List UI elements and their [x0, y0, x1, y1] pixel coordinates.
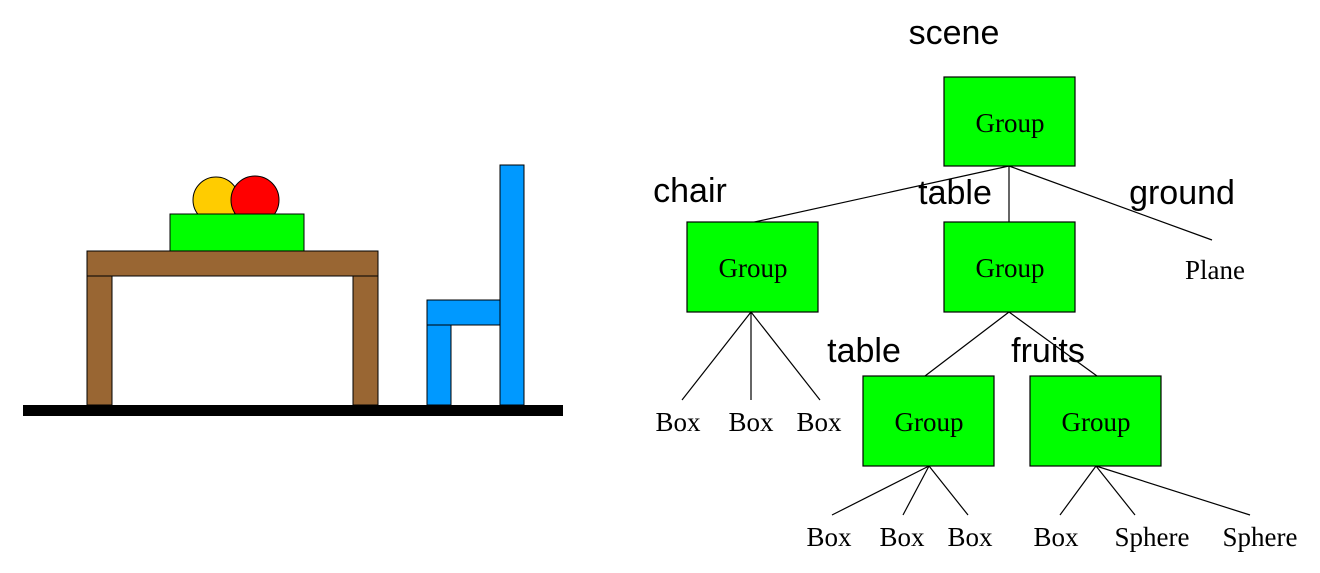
- scene-illustration: [23, 164, 563, 416]
- fruit-box: [169, 213, 305, 252]
- subtable-group-node: [862, 375, 995, 467]
- chair-leg: [426, 324, 452, 406]
- root-group-text: Group: [976, 108, 1045, 138]
- fruits-sphere-2: Sphere: [1223, 522, 1298, 552]
- fruits-sphere-1: Sphere: [1115, 522, 1190, 552]
- label-table: table: [918, 174, 992, 212]
- label-fruits: fruits: [1011, 332, 1085, 370]
- label-scene: scene: [909, 14, 1000, 52]
- subtable-box-1: Box: [806, 522, 852, 552]
- table-group-node: [943, 221, 1076, 313]
- label-subtable: table: [827, 332, 901, 370]
- table-group-text: Group: [976, 253, 1045, 283]
- chair-seat: [426, 299, 501, 326]
- fruits-group-text: Group: [1062, 407, 1131, 437]
- fruits-box: Box: [1033, 522, 1079, 552]
- table-leg-right: [352, 275, 379, 406]
- ground-bar: [23, 405, 563, 416]
- root-group-node: [943, 76, 1076, 167]
- fruits-group-node: [1029, 375, 1162, 467]
- chair-box-1: Box: [655, 407, 701, 437]
- label-chair: chair: [653, 172, 727, 210]
- subtable-group-text: Group: [895, 407, 964, 437]
- chair-back: [499, 164, 525, 406]
- chair-group-node: [686, 221, 819, 313]
- ground-plane-text: Plane: [1185, 255, 1245, 285]
- subtable-box-3: Box: [947, 522, 993, 552]
- chair-group-text: Group: [719, 253, 788, 283]
- table-top: [86, 250, 379, 277]
- tree-edges: [681, 165, 1251, 516]
- label-ground: ground: [1129, 174, 1235, 212]
- table-leg-left: [86, 275, 113, 406]
- chair-box-3: Box: [796, 407, 842, 437]
- chair-box-2: Box: [728, 407, 774, 437]
- subtable-box-2: Box: [879, 522, 925, 552]
